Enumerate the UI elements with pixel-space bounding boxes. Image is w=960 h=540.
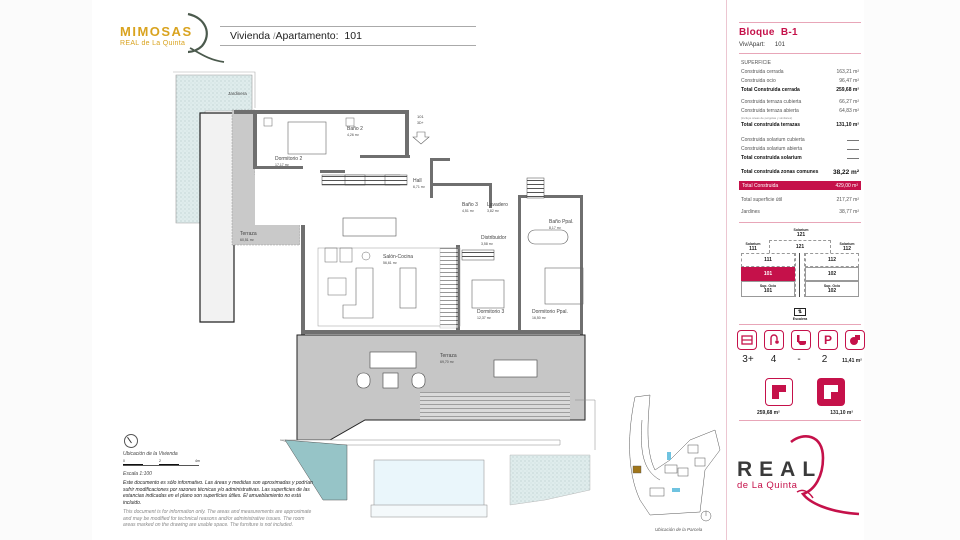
escalera-label: Escalera xyxy=(792,317,808,321)
page-title: Vivienda /Apartamento: 101 xyxy=(230,30,362,42)
divider xyxy=(739,222,861,223)
unit-102[interactable]: 102 xyxy=(805,267,859,281)
room-label-dormitorio-3: Dormitorio 3 xyxy=(477,309,504,315)
shower-icon xyxy=(764,330,784,350)
entrance-label: 101 xyxy=(417,114,424,119)
feature-icons: P xyxy=(737,330,865,350)
area-labels: 259,68 m² 131,10 m² xyxy=(757,410,853,416)
unit-111[interactable]: 111 xyxy=(741,253,795,267)
divider xyxy=(739,53,861,54)
divider xyxy=(739,22,861,23)
bedrooms-value: 3+ xyxy=(742,354,754,365)
storage-icon xyxy=(845,330,865,350)
right-margin xyxy=(864,0,960,540)
toilets-value: - xyxy=(797,354,801,365)
parking-icon: P xyxy=(818,330,838,350)
location-label: Ubicación de la Vivienda xyxy=(123,451,178,457)
real-de-la-quinta-logo: REAL de La Quinta xyxy=(737,458,823,491)
mimosas-logo: MIMOSAS REAL de La Quinta xyxy=(120,24,193,47)
room-label-lavadero: Lavadero xyxy=(487,202,508,208)
site-location-label: Ubicación de la Parcela xyxy=(655,527,703,532)
room-label-bano-2: Baño 2 xyxy=(347,126,363,132)
brand-sub: REAL de La Quinta xyxy=(120,40,186,47)
svg-text:4,51 m²: 4,51 m² xyxy=(462,209,475,213)
room-label-bano-3: Baño 3 xyxy=(462,202,478,208)
site-location-map xyxy=(629,394,721,516)
bed-icon xyxy=(737,330,757,350)
svg-text:4,26 m²: 4,26 m² xyxy=(347,133,360,137)
room-label-terraza-lower: Terraza xyxy=(440,353,457,359)
svg-text:69,70 m²: 69,70 m² xyxy=(440,360,455,364)
terrace-area-value: 131,10 m² xyxy=(830,410,853,416)
room-label-dormitorio-2: Dormitorio 2 xyxy=(275,156,302,162)
storage-value: 11,41 m² xyxy=(842,358,862,364)
terrace-area-icon xyxy=(817,378,845,406)
bloque-title: Bloque B-1 xyxy=(739,27,798,38)
svg-text:8,17 m²: 8,17 m² xyxy=(549,226,562,230)
room-label-distribuidor: Distribuidor xyxy=(481,235,507,241)
room-label-jardinera: Jardinera xyxy=(228,91,247,96)
room-label-terraza-upper: Terraza xyxy=(240,231,257,237)
row-total-solarium: Total construida solarium xyxy=(741,155,859,161)
scale-bar: 0 2 4m xyxy=(123,459,203,468)
header-rule xyxy=(220,26,476,46)
floor-plan: Jardinera Dormitorio 2 17,17 m² Baño 2 4… xyxy=(173,71,721,532)
scale-label: Escala 1:100 xyxy=(123,471,152,477)
svg-text:3,58 m²: 3,58 m² xyxy=(481,242,494,246)
viv-apart: Viv/Apart:101 xyxy=(739,42,785,48)
room-label-salon-cocina: Salón-Cocina xyxy=(383,254,413,260)
svg-text:16,50 m²: 16,50 m² xyxy=(532,316,547,320)
unit-112[interactable]: 112 xyxy=(805,253,859,267)
brand-name: MIMOSAS xyxy=(120,24,193,39)
room-label-dormitorio-ppal: Dormitorio Ppal. xyxy=(532,309,568,315)
svg-text:60,51 m²: 60,51 m² xyxy=(240,238,255,242)
row-solarium-cubierta: Construida solarium cubierta xyxy=(741,137,859,143)
svg-text:6,71 m²: 6,71 m² xyxy=(413,185,426,189)
apartment-number: 101 xyxy=(344,30,362,42)
q-swoosh-icon xyxy=(187,12,225,63)
left-margin xyxy=(0,0,92,540)
interior-area-value: 259,68 m² xyxy=(757,410,780,416)
divider xyxy=(739,420,861,421)
feature-values: 3+ 4 - 2 11,41 m² xyxy=(737,354,865,365)
svg-text:56,61 m²: 56,61 m² xyxy=(383,261,398,265)
notes-block: Ubicación de la Vivienda 0 2 4m Escala 1… xyxy=(123,434,313,529)
disclaimer-es: Este documento es sólo informativo. Las … xyxy=(123,480,313,506)
unit-101-selected[interactable]: 101 xyxy=(741,267,795,281)
parking-value: 2 xyxy=(821,354,828,365)
q-logo-icon xyxy=(790,435,860,516)
area-icons xyxy=(765,378,845,406)
room-label-hall: Hall xyxy=(413,178,422,184)
elevator-icon: ⇅ xyxy=(794,308,806,316)
north-compass-icon xyxy=(124,434,138,448)
info-panel: Bloque B-1 Viv/Apart:101 SUPERFICIE Cons… xyxy=(726,0,865,540)
toilet-icon xyxy=(791,330,811,350)
svg-text:12,37 m²: 12,37 m² xyxy=(477,316,492,320)
bathrooms-value: 4 xyxy=(770,354,777,365)
room-label-bano-ppal: Baño Ppal. xyxy=(549,219,573,225)
interior-area-icon xyxy=(765,378,793,406)
superficie-title: SUPERFICIE xyxy=(741,60,772,66)
row-solarium-abierta: Construida solarium abierta xyxy=(741,146,859,152)
row-terraza-note: (incluye áreas de pérgolas y similares) xyxy=(741,116,793,120)
svg-text:17,17 m²: 17,17 m² xyxy=(275,163,290,167)
svg-text:3D+: 3D+ xyxy=(417,121,424,125)
divider xyxy=(739,324,861,325)
svg-text:3,82 m²: 3,82 m² xyxy=(487,209,500,213)
disclaimer-en: This document is for information only. T… xyxy=(123,509,312,528)
